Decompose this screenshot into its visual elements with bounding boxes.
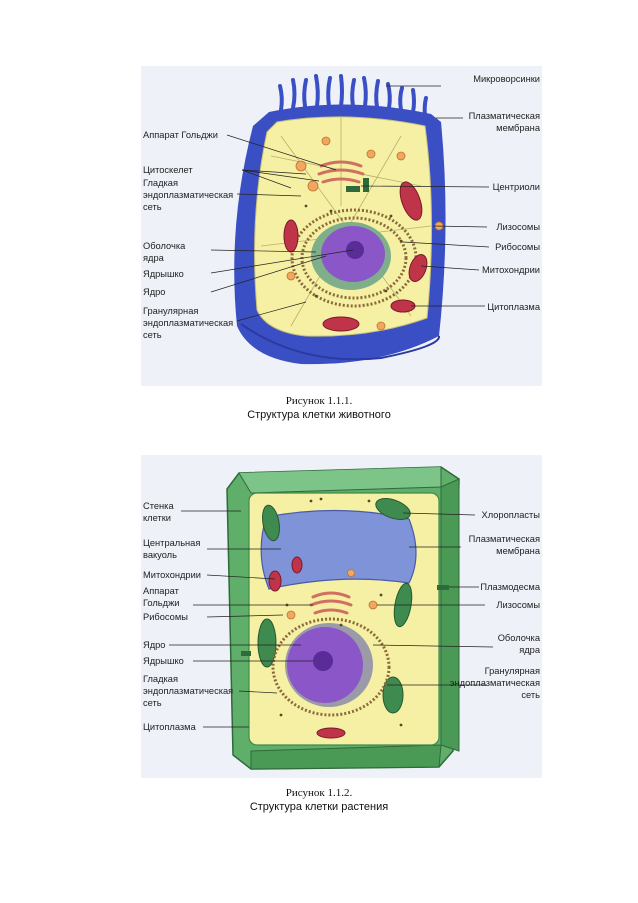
label-vacuole-1: Центральная	[143, 538, 200, 548]
label-smooth-er-1: Гладкая	[143, 178, 178, 188]
mitochondria	[268, 556, 346, 739]
label-smooth-er-3: сеть	[143, 202, 162, 212]
animal-cell-figure: Аппарат Гольджи Цитоскелет Гладкая эндоп…	[141, 66, 542, 386]
pointer-lines	[169, 510, 494, 728]
label-golgi-1: Аппарат	[143, 586, 180, 596]
label-rough-er-2: эндоплазматическая	[143, 318, 233, 328]
golgi-apparatus	[317, 160, 365, 184]
label-plasma-membrane-2: мембрана	[496, 546, 541, 556]
animal-cell-diagram: Аппарат Гольджи Цитоскелет Гладкая эндоп…	[143, 74, 541, 365]
label-ribosomes: Рибосомы	[143, 612, 188, 622]
label-plasmodesma: Плазмодесма	[480, 582, 540, 592]
label-cell-wall-2: клетки	[143, 513, 171, 523]
label-rough-er-1: Гранулярная	[485, 666, 540, 676]
rough-er	[271, 617, 391, 717]
plant-left-labels: Стенка клетки Центральная вакуоль Митохо…	[143, 501, 233, 732]
label-golgi-2: Гольджи	[143, 598, 179, 608]
label-lysosomes: Лизосомы	[496, 600, 540, 610]
label-cytoskeleton: Цитоскелет	[143, 165, 193, 175]
label-cytoplasm: Цитоплазма	[143, 722, 197, 732]
label-mitochondria: Митохондрии	[143, 570, 201, 580]
label-nuclear-envelope-2: ядра	[519, 645, 541, 655]
pointer-lines	[210, 85, 490, 322]
figure-1-number: Рисунок 1.1.1.	[285, 395, 353, 407]
label-plasma-membrane-1: Плазматическая	[469, 111, 540, 121]
label-nucleus: Ядро	[143, 640, 165, 650]
animal-left-labels: Аппарат Гольджи Цитоскелет Гладкая эндоп…	[143, 130, 233, 340]
label-golgi: Аппарат Гольджи	[143, 130, 218, 140]
lysosomes	[286, 136, 444, 331]
nucleolus	[346, 241, 364, 259]
figure-1-title: Структура клетки животного	[247, 409, 391, 421]
label-nuclear-envelope-1: Оболочка	[498, 633, 541, 643]
label-cell-wall-1: Стенка	[143, 501, 174, 511]
label-nucleolus: Ядрышко	[143, 269, 184, 279]
mitochondria	[283, 181, 428, 332]
plant-cell-figure: Стенка клетки Центральная вакуоль Митохо…	[141, 455, 542, 778]
centrioles	[346, 178, 369, 192]
nucleolus	[313, 651, 333, 671]
label-rough-er-3: сеть	[143, 330, 162, 340]
label-smooth-er-2: эндоплазматическая	[143, 686, 233, 696]
central-vacuole	[260, 509, 417, 590]
label-plasma-membrane-2: мембрана	[496, 123, 541, 133]
figure-2-caption: Рисунок 1.1.2. Структура клетки растения	[0, 786, 638, 814]
label-smooth-er-3: сеть	[143, 698, 162, 708]
plasmodesma	[241, 585, 449, 656]
animal-right-labels: Микроворсинки Плазматическая мембрана Це…	[469, 74, 541, 312]
label-nucleolus: Ядрышко	[143, 656, 184, 666]
label-rough-er-1: Гранулярная	[143, 306, 198, 316]
figure-2-number: Рисунок 1.1.2.	[285, 787, 353, 799]
label-nuclear-envelope-2: ядра	[143, 253, 165, 263]
figure-2-title: Структура клетки растения	[249, 801, 389, 813]
label-vacuole-2: вакуоль	[143, 550, 177, 560]
label-rough-er-3: сеть	[521, 690, 540, 700]
label-cytoplasm: Цитоплазма	[487, 302, 541, 312]
label-ribosomes: Рибосомы	[495, 242, 540, 252]
label-rough-er-2: эндоплазматическая	[450, 678, 540, 688]
figure-1-caption: Рисунок 1.1.1. Структура клетки животног…	[0, 394, 638, 422]
label-plasma-membrane-1: Плазматическая	[469, 534, 540, 544]
chloroplasts	[257, 498, 413, 714]
ribosomes	[304, 204, 403, 298]
label-nuclear-envelope-1: Оболочка	[143, 241, 186, 251]
lysosomes	[286, 569, 378, 620]
label-centrioles: Центриоли	[493, 182, 540, 192]
plant-cell-diagram: Стенка клетки Центральная вакуоль Митохо…	[143, 466, 541, 770]
plant-right-labels: Хлоропласты Плазматическая мембрана Плаз…	[450, 510, 541, 700]
label-smooth-er-2: эндоплазматическая	[143, 190, 233, 200]
label-smooth-er-1: Гладкая	[143, 674, 178, 684]
label-mitochondria: Митохондрии	[482, 265, 540, 275]
label-chloroplasts: Хлоропласты	[482, 510, 541, 520]
golgi-apparatus	[309, 591, 353, 615]
label-lysosomes: Лизосомы	[496, 222, 540, 232]
label-nucleus: Ядро	[143, 287, 165, 297]
label-microvilli: Микроворсинки	[473, 74, 540, 84]
